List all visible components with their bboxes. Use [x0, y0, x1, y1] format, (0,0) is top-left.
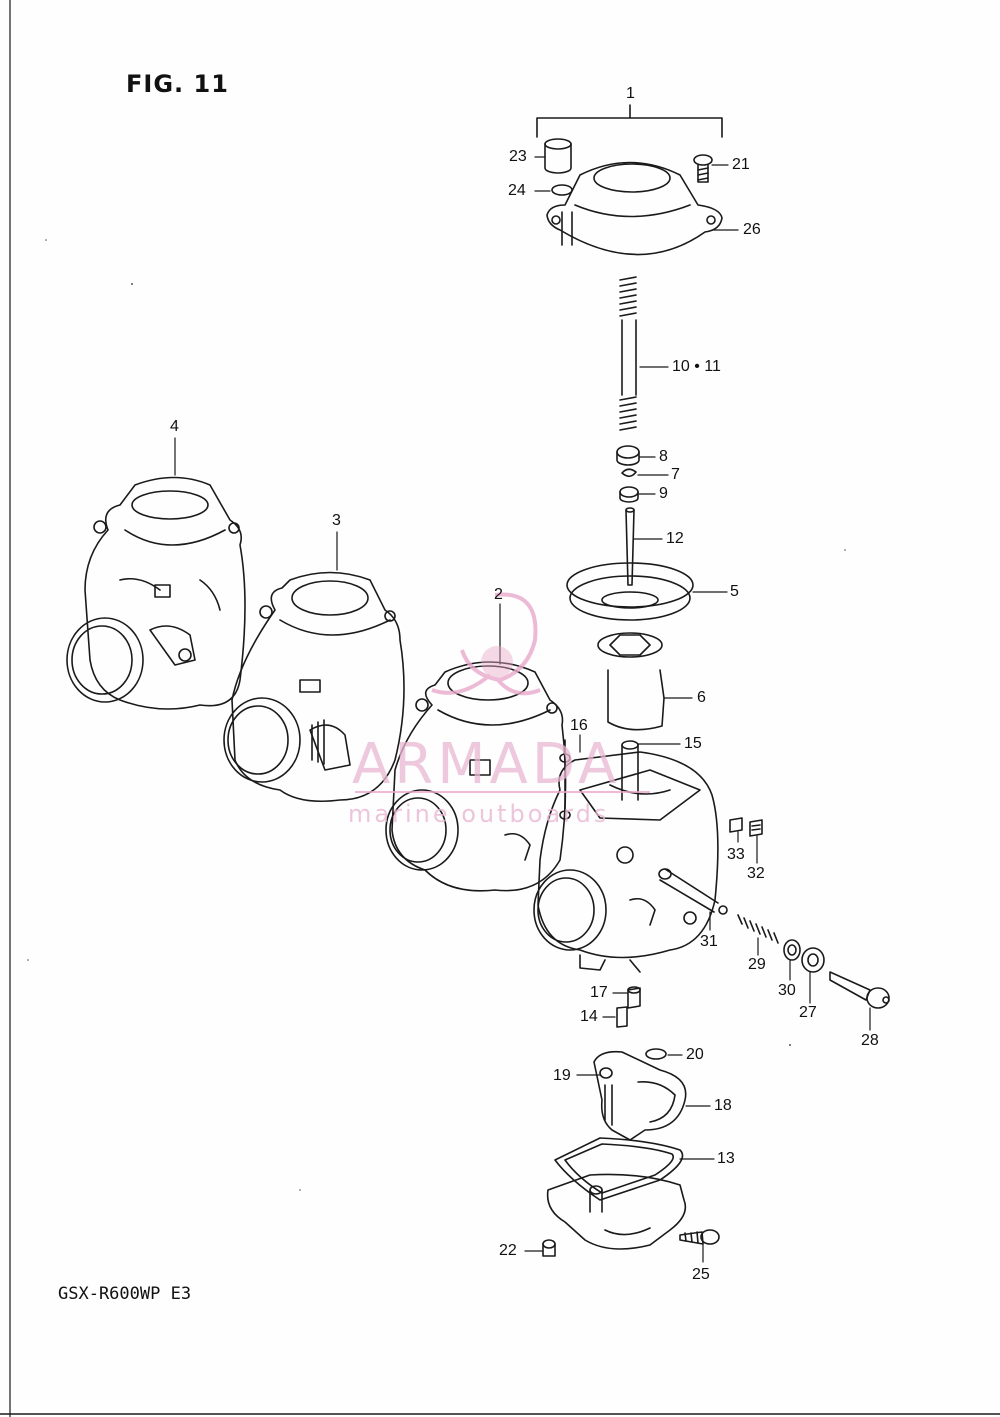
callout-3: 3 [332, 512, 341, 529]
part-30-washer [783, 939, 801, 961]
part-12-jet-needle [625, 507, 635, 586]
callout-28: 28 [861, 1032, 879, 1049]
part-8-holder [616, 445, 640, 466]
leader-lines [174, 156, 871, 1263]
part-33-plug [729, 817, 743, 833]
part-7-clip [621, 468, 637, 478]
callout-19: 19 [553, 1067, 571, 1084]
part-28-adjuster [829, 971, 890, 1009]
part-6-piston-valve [597, 632, 665, 731]
scan-specks [27, 239, 846, 1191]
callout-15: 15 [684, 735, 702, 752]
callout-29: 29 [748, 956, 766, 973]
model-code: GSX-R600WP E3 [58, 1284, 192, 1304]
watermark-tagline: marine outboards [348, 800, 610, 828]
callout-9: 9 [659, 485, 668, 502]
callout-1: 1 [626, 85, 635, 102]
callout-31: 31 [700, 933, 718, 950]
part-29-spring [737, 914, 779, 944]
callout-4: 4 [170, 418, 179, 435]
part-25-screw [679, 1229, 720, 1245]
part-26-top-cover [546, 161, 723, 256]
part-21-screw [693, 154, 713, 183]
part-23-cap [544, 138, 572, 174]
part-22-screw [542, 1239, 556, 1257]
callout-8: 8 [659, 448, 668, 465]
carburetor-3 [223, 571, 405, 803]
part-31-pilot-screw [658, 868, 728, 915]
watermark-brand: ARMADA [352, 732, 621, 797]
part-10-11-spring-rod [619, 276, 637, 431]
part-32-screw [749, 819, 763, 837]
callout-26: 26 [743, 221, 761, 238]
part-5-diaphragm [566, 562, 694, 621]
callout-23: 23 [509, 148, 527, 165]
callout-5: 5 [730, 583, 739, 600]
callout-17: 17 [590, 984, 608, 1001]
part-27-nut [801, 947, 825, 973]
callout-12: 12 [666, 530, 684, 547]
callout-7: 7 [671, 466, 680, 483]
callout-27: 27 [799, 1004, 817, 1021]
carburetor-2 [385, 661, 567, 892]
watermark-logo-icon [355, 592, 650, 793]
callout-22: 22 [499, 1242, 517, 1259]
callout-25: 25 [692, 1266, 710, 1283]
callout-16: 16 [570, 717, 588, 734]
callout-2: 2 [494, 586, 503, 603]
group-bracket-1 [536, 104, 723, 138]
callout-14: 14 [580, 1008, 598, 1025]
part-14-jet [616, 1006, 628, 1028]
part-20-oring [645, 1048, 667, 1060]
carburetor-4 [66, 476, 246, 710]
part-13-gasket [554, 1137, 684, 1201]
callout-10-11: 10 • 11 [672, 358, 721, 375]
callout-6: 6 [697, 689, 706, 706]
callout-21: 21 [732, 156, 750, 173]
figure-title: FIG. 11 [126, 70, 229, 98]
callout-33: 33 [727, 846, 745, 863]
callout-32: 32 [747, 865, 765, 882]
part-19-oring [599, 1067, 613, 1079]
part-9-spacer [619, 486, 639, 503]
part-15-jet [621, 740, 639, 801]
callout-13: 13 [717, 1150, 735, 1167]
part-16-screw [559, 739, 571, 820]
float-bowl [546, 1173, 687, 1250]
part-17-jet [627, 986, 641, 1009]
callout-18: 18 [714, 1097, 732, 1114]
part-24-clip [551, 184, 573, 196]
callout-24: 24 [508, 182, 526, 199]
callout-30: 30 [778, 982, 796, 999]
callout-20: 20 [686, 1046, 704, 1063]
part-18-float [593, 1050, 687, 1141]
